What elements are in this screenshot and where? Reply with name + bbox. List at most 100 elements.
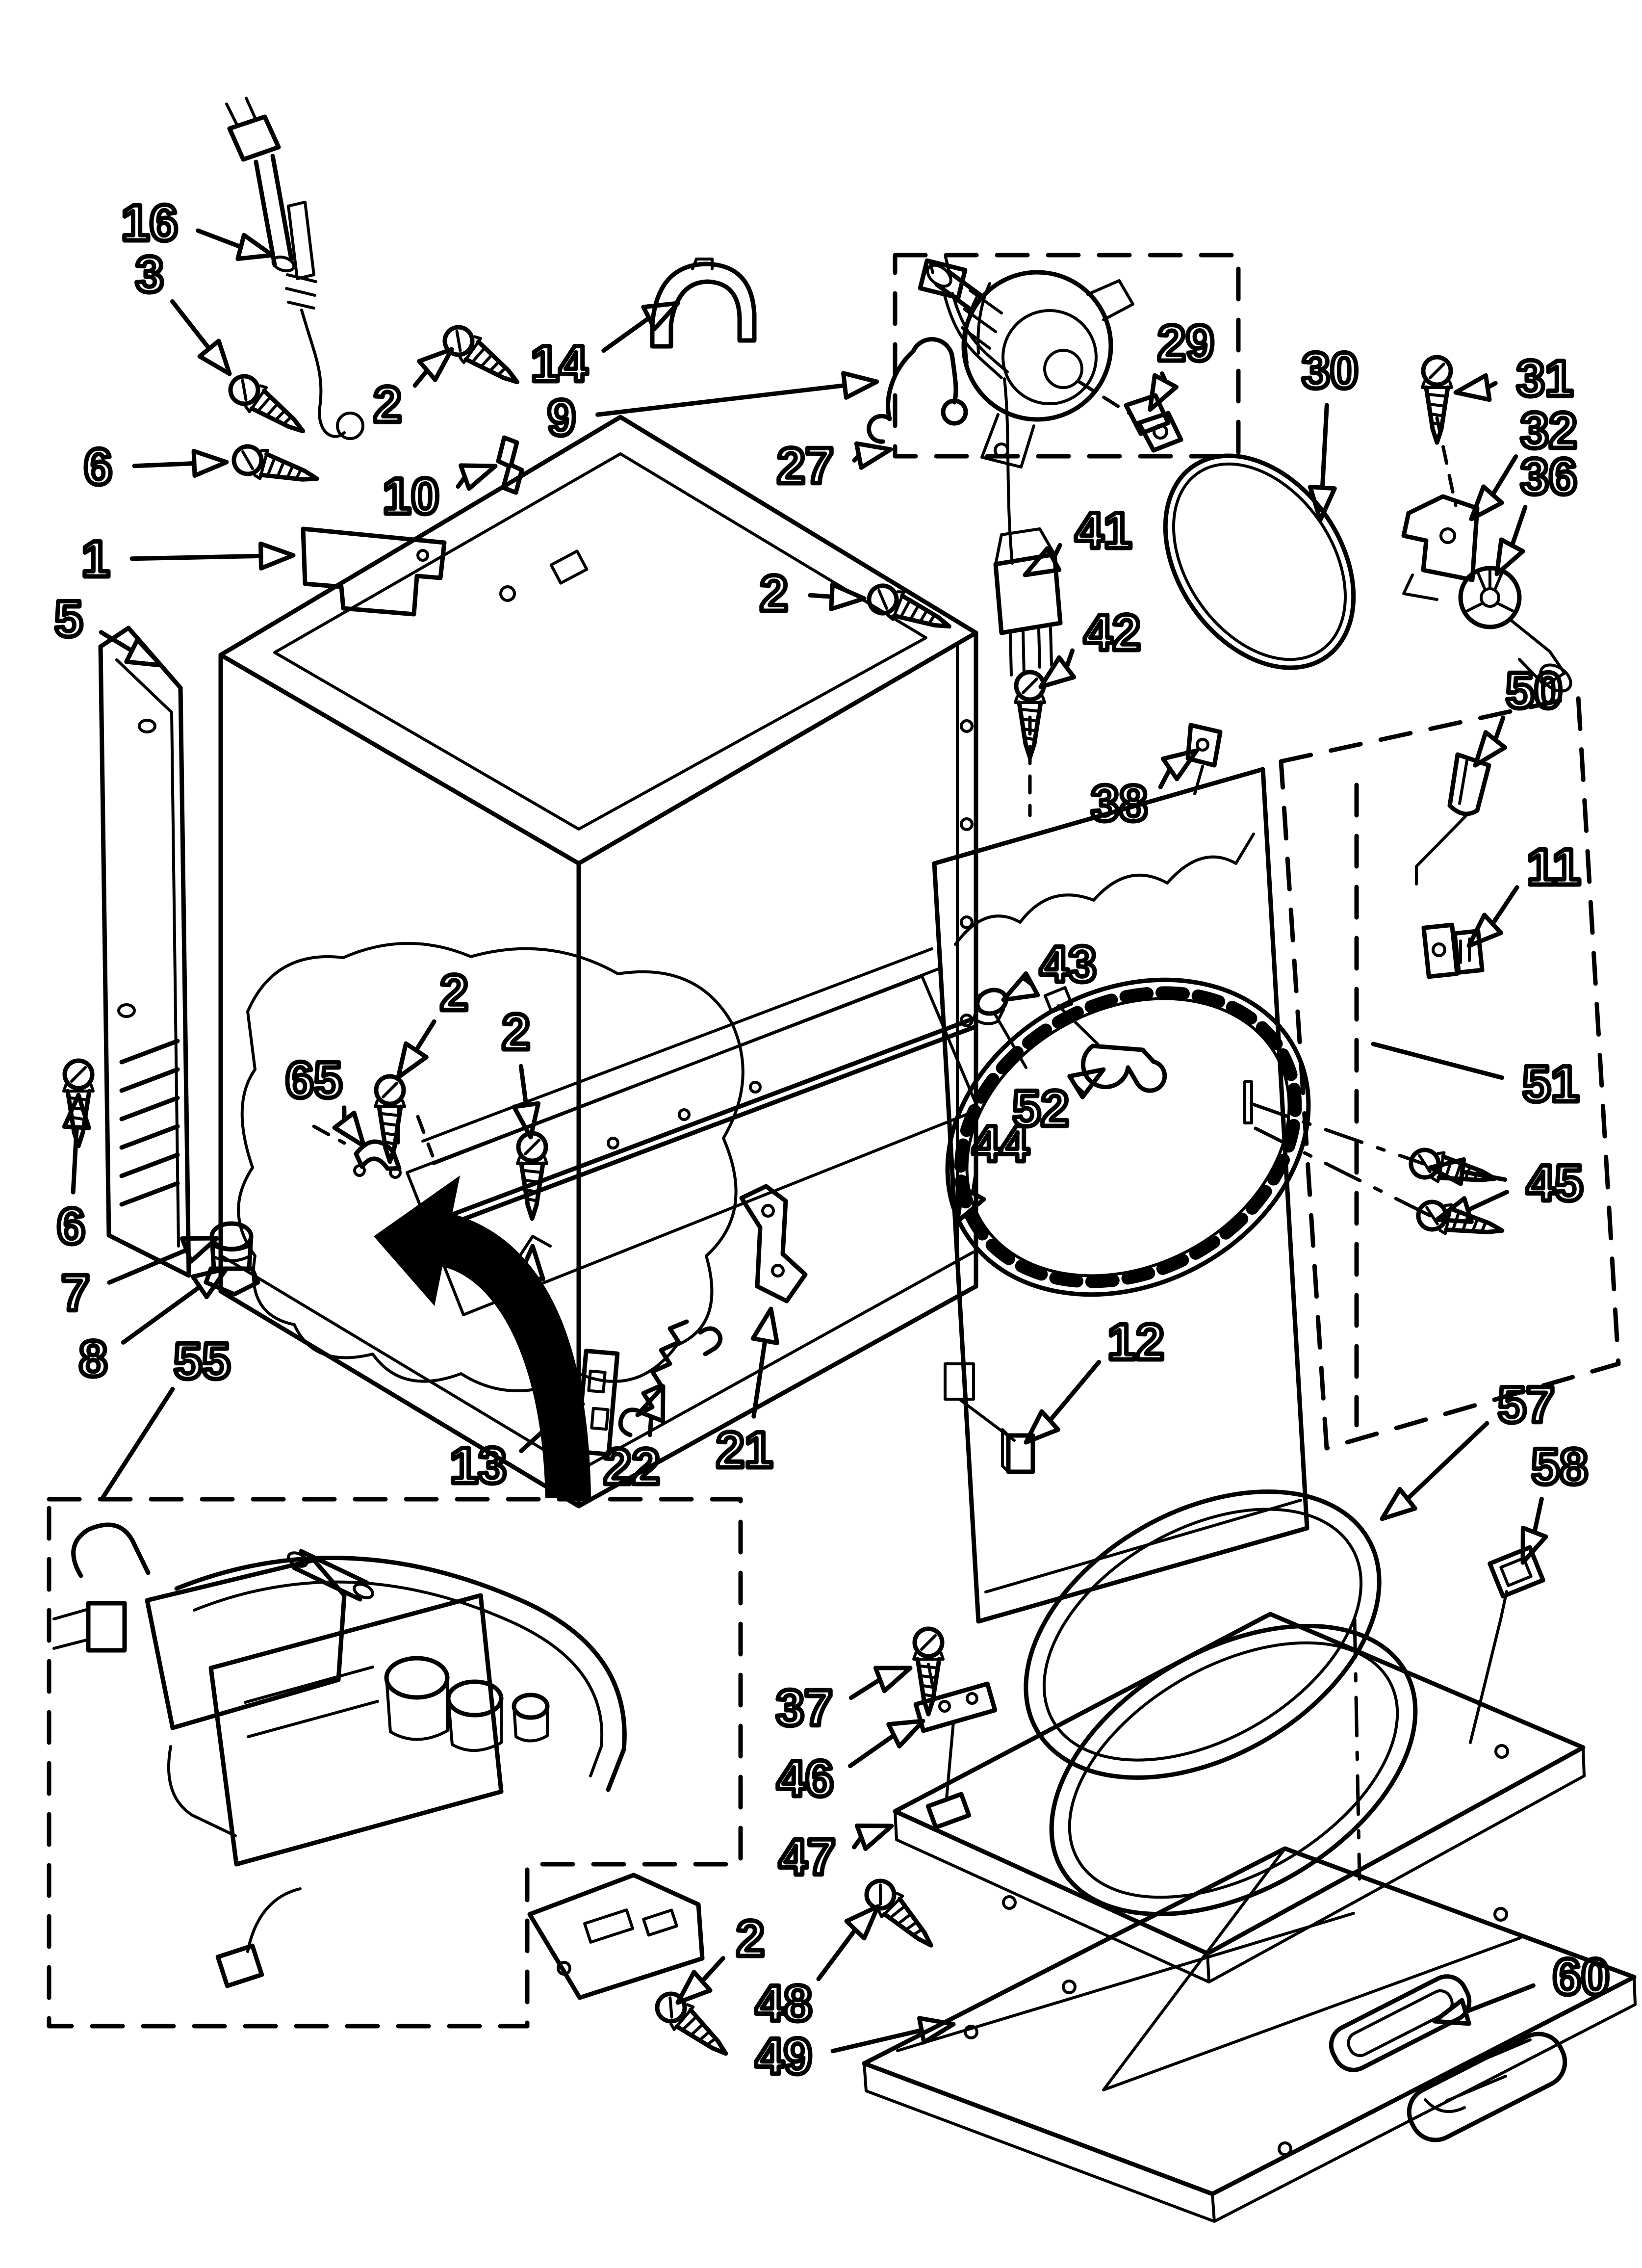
screw-45a (1409, 1147, 1497, 1183)
callout-5: 5 (52, 589, 163, 668)
callout-51-number: 51 (1522, 1056, 1579, 1113)
callout-60: 60 (1432, 1947, 1612, 2026)
callout-6-upper: 6 (82, 437, 229, 498)
callout-42: 42 (1038, 602, 1143, 689)
callout-7-number: 7 (61, 1265, 90, 1322)
callout-2-base-left-number: 2 (440, 965, 468, 1021)
callout-44-number: 44 (972, 1116, 1029, 1173)
rotate-arrow (374, 1175, 591, 1498)
callout-2-base-left: 2 (396, 963, 470, 1080)
callout-44: 44 (955, 1114, 1031, 1224)
callout-4: 4 (513, 1244, 545, 1348)
callout-2-cabinet-rail-number: 2 (760, 565, 788, 622)
callout-41-number: 41 (1075, 502, 1132, 559)
wire-clip-9 (867, 337, 968, 444)
callout-55: 55 (101, 1331, 232, 1500)
callout-12: 12 (1024, 1312, 1166, 1445)
felt-seal-44 (954, 986, 1302, 1288)
callout-45: 45 (1428, 1153, 1585, 1224)
callout-10-number: 10 (383, 468, 439, 525)
callout-50: 50 (1473, 660, 1565, 768)
callout-4-number: 4 (514, 1288, 543, 1345)
callout-13: 13 (448, 1402, 585, 1497)
callout-49-number: 49 (755, 2028, 812, 2085)
callout-37: 37 (774, 1666, 913, 1739)
callout-6-lower: 6 (55, 1093, 91, 1257)
console-box-55 (47, 1497, 743, 2029)
bracket-21 (739, 1184, 808, 1303)
clip-10 (496, 435, 524, 495)
clip-38 (1185, 723, 1223, 795)
callout-12-number: 12 (1107, 1314, 1164, 1371)
callout-27-number: 27 (777, 438, 834, 495)
callout-2-upper-left: 2 (371, 347, 454, 436)
callout-43: 43 (1001, 934, 1099, 1002)
callout-3: 3 (133, 244, 232, 376)
clip-50 (1415, 752, 1491, 886)
callout-16: 16 (119, 193, 275, 261)
callout-22: 22 (601, 1384, 666, 1498)
callout-46-number: 46 (777, 1750, 834, 1807)
callout-11-number: 11 (1527, 839, 1581, 896)
pulley-nut-29 (1124, 393, 1171, 436)
callout-60-number: 60 (1553, 1949, 1610, 2006)
screw-31 (1421, 355, 1453, 445)
drive-belt-30 (1163, 453, 1356, 670)
callout-8-number: 8 (79, 1330, 107, 1387)
callout-38-number: 38 (1091, 775, 1148, 832)
screw-6a (231, 444, 319, 482)
door-catch-58 (1469, 1545, 1545, 1744)
callout-7: 7 (59, 1236, 219, 1324)
screw-2c (374, 1074, 406, 1164)
callout-52: 52 (1010, 1067, 1106, 1140)
callout-21-number: 21 (716, 1422, 773, 1479)
callout-36-number: 36 (1520, 448, 1577, 505)
callout-41: 41 (1023, 500, 1134, 577)
callout-2-cabinet-rail: 2 (758, 563, 867, 625)
hinge-plate-11 (1421, 922, 1485, 979)
callout-21: 21 (714, 1306, 779, 1481)
callout-46: 46 (775, 1719, 925, 1810)
callout-47: 47 (777, 1824, 894, 1888)
callout-42-number: 42 (1084, 604, 1141, 661)
callout-65-number: 65 (285, 1052, 342, 1109)
callout-29: 29 (1148, 313, 1216, 412)
callout-48: 48 (753, 1904, 880, 2034)
clip-52 (1043, 986, 1167, 1093)
motor-box-27 (893, 253, 1241, 469)
callout-2-base-right-number: 2 (502, 1004, 530, 1061)
callout-29-number: 29 (1157, 315, 1214, 372)
callout-50-number: 50 (1506, 662, 1563, 719)
idler-bracket-32 (1401, 494, 1480, 582)
callout-36: 36 (1494, 446, 1579, 576)
callout-57-number: 57 (1498, 1377, 1555, 1434)
callout-30-number: 30 (1302, 342, 1359, 399)
side-panel-51 (1250, 694, 1621, 1451)
callout-6-upper-number: 6 (84, 439, 112, 495)
callout-48-number: 48 (755, 1975, 812, 2032)
callout-49: 49 (753, 2016, 956, 2087)
callout-10: 10 (381, 463, 498, 527)
screw-37 (912, 1626, 945, 1717)
callout-6-lower-number: 6 (57, 1198, 85, 1255)
side-panel-5 (98, 626, 191, 1278)
callout-52-number: 52 (1012, 1080, 1069, 1137)
callout-5-number: 5 (54, 591, 83, 648)
cabinet-shell (218, 415, 980, 1509)
callout-43-number: 43 (1040, 936, 1097, 993)
thermal-fuse-16 (225, 97, 364, 440)
inner-door-panel-47 (893, 1612, 1586, 1983)
screw-2b (867, 583, 951, 629)
callout-1-number: 1 (81, 531, 110, 588)
door-switch-41 (918, 256, 1063, 677)
gas-valve-assembly (52, 1522, 705, 2000)
callout-2-door-number: 2 (736, 1910, 765, 1967)
screws (62, 325, 1505, 2056)
screw-2a (442, 325, 520, 385)
callout-55-number: 55 (174, 1333, 231, 1390)
callout-22-number: 22 (603, 1438, 660, 1495)
callout-16-number: 16 (121, 195, 178, 252)
